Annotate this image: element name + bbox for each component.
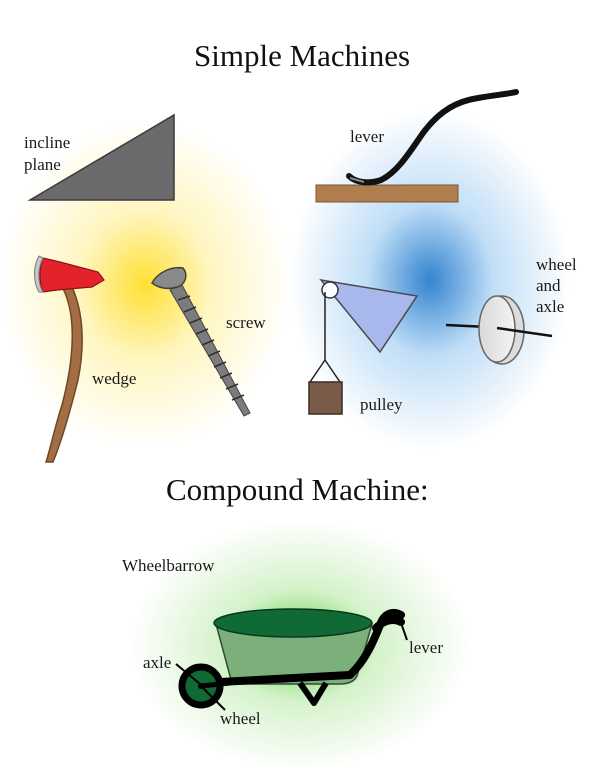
pulley-illustration	[308, 278, 419, 415]
wheelbarrow-axle-bar	[200, 680, 231, 689]
page-title: Simple Machines	[194, 38, 411, 73]
compound-title: Compound Machine:	[166, 472, 429, 507]
label-wb-lever: lever	[409, 638, 443, 657]
label-pulley: pulley	[360, 395, 403, 414]
incline-plane-illustration	[27, 113, 175, 201]
lever-board	[315, 184, 459, 203]
wheel-pointer	[202, 687, 226, 711]
wheelbarrow-handle	[372, 616, 405, 632]
label-lever: lever	[350, 127, 384, 146]
axe-blade-edge	[34, 255, 44, 293]
wheelbarrow-rim	[213, 608, 373, 638]
label-screw: screw	[226, 313, 266, 332]
pulley-weight	[308, 381, 343, 415]
label-wedge: wedge	[92, 369, 137, 388]
axle-right	[496, 326, 553, 338]
lever-fulcrum-tip	[349, 177, 365, 183]
wheel-and-axle-illustration	[445, 295, 553, 365]
label-wheel-line3: axle	[536, 297, 565, 316]
lever-illustration	[315, 89, 519, 203]
lever-bar	[346, 89, 519, 186]
lever-pointer	[399, 619, 408, 641]
screw-threads	[177, 295, 245, 401]
axe-head	[39, 257, 105, 293]
label-wheel-line2: and	[536, 276, 561, 295]
label-wb-axle: axle	[143, 653, 172, 672]
axle-pointer	[175, 663, 201, 685]
label-incline-line2: plane	[24, 155, 61, 174]
pulley-bracket	[319, 278, 419, 354]
screw-shaft	[169, 282, 251, 417]
screw-illustration	[151, 266, 251, 417]
incline-plane-shape	[27, 113, 175, 201]
label-wb-wheel: wheel	[220, 709, 261, 728]
label-wheelbarrow: Wheelbarrow	[122, 556, 215, 575]
label-incline-line1: incline	[24, 133, 71, 152]
screw-head	[151, 266, 187, 290]
axe-handle	[44, 282, 83, 463]
wheelbarrow-illustration	[175, 608, 408, 711]
pulley-wheel	[321, 281, 339, 299]
wheelbarrow-leg	[297, 681, 329, 706]
label-wheel-line1: wheel	[536, 255, 577, 274]
wedge-illustration	[34, 255, 105, 463]
